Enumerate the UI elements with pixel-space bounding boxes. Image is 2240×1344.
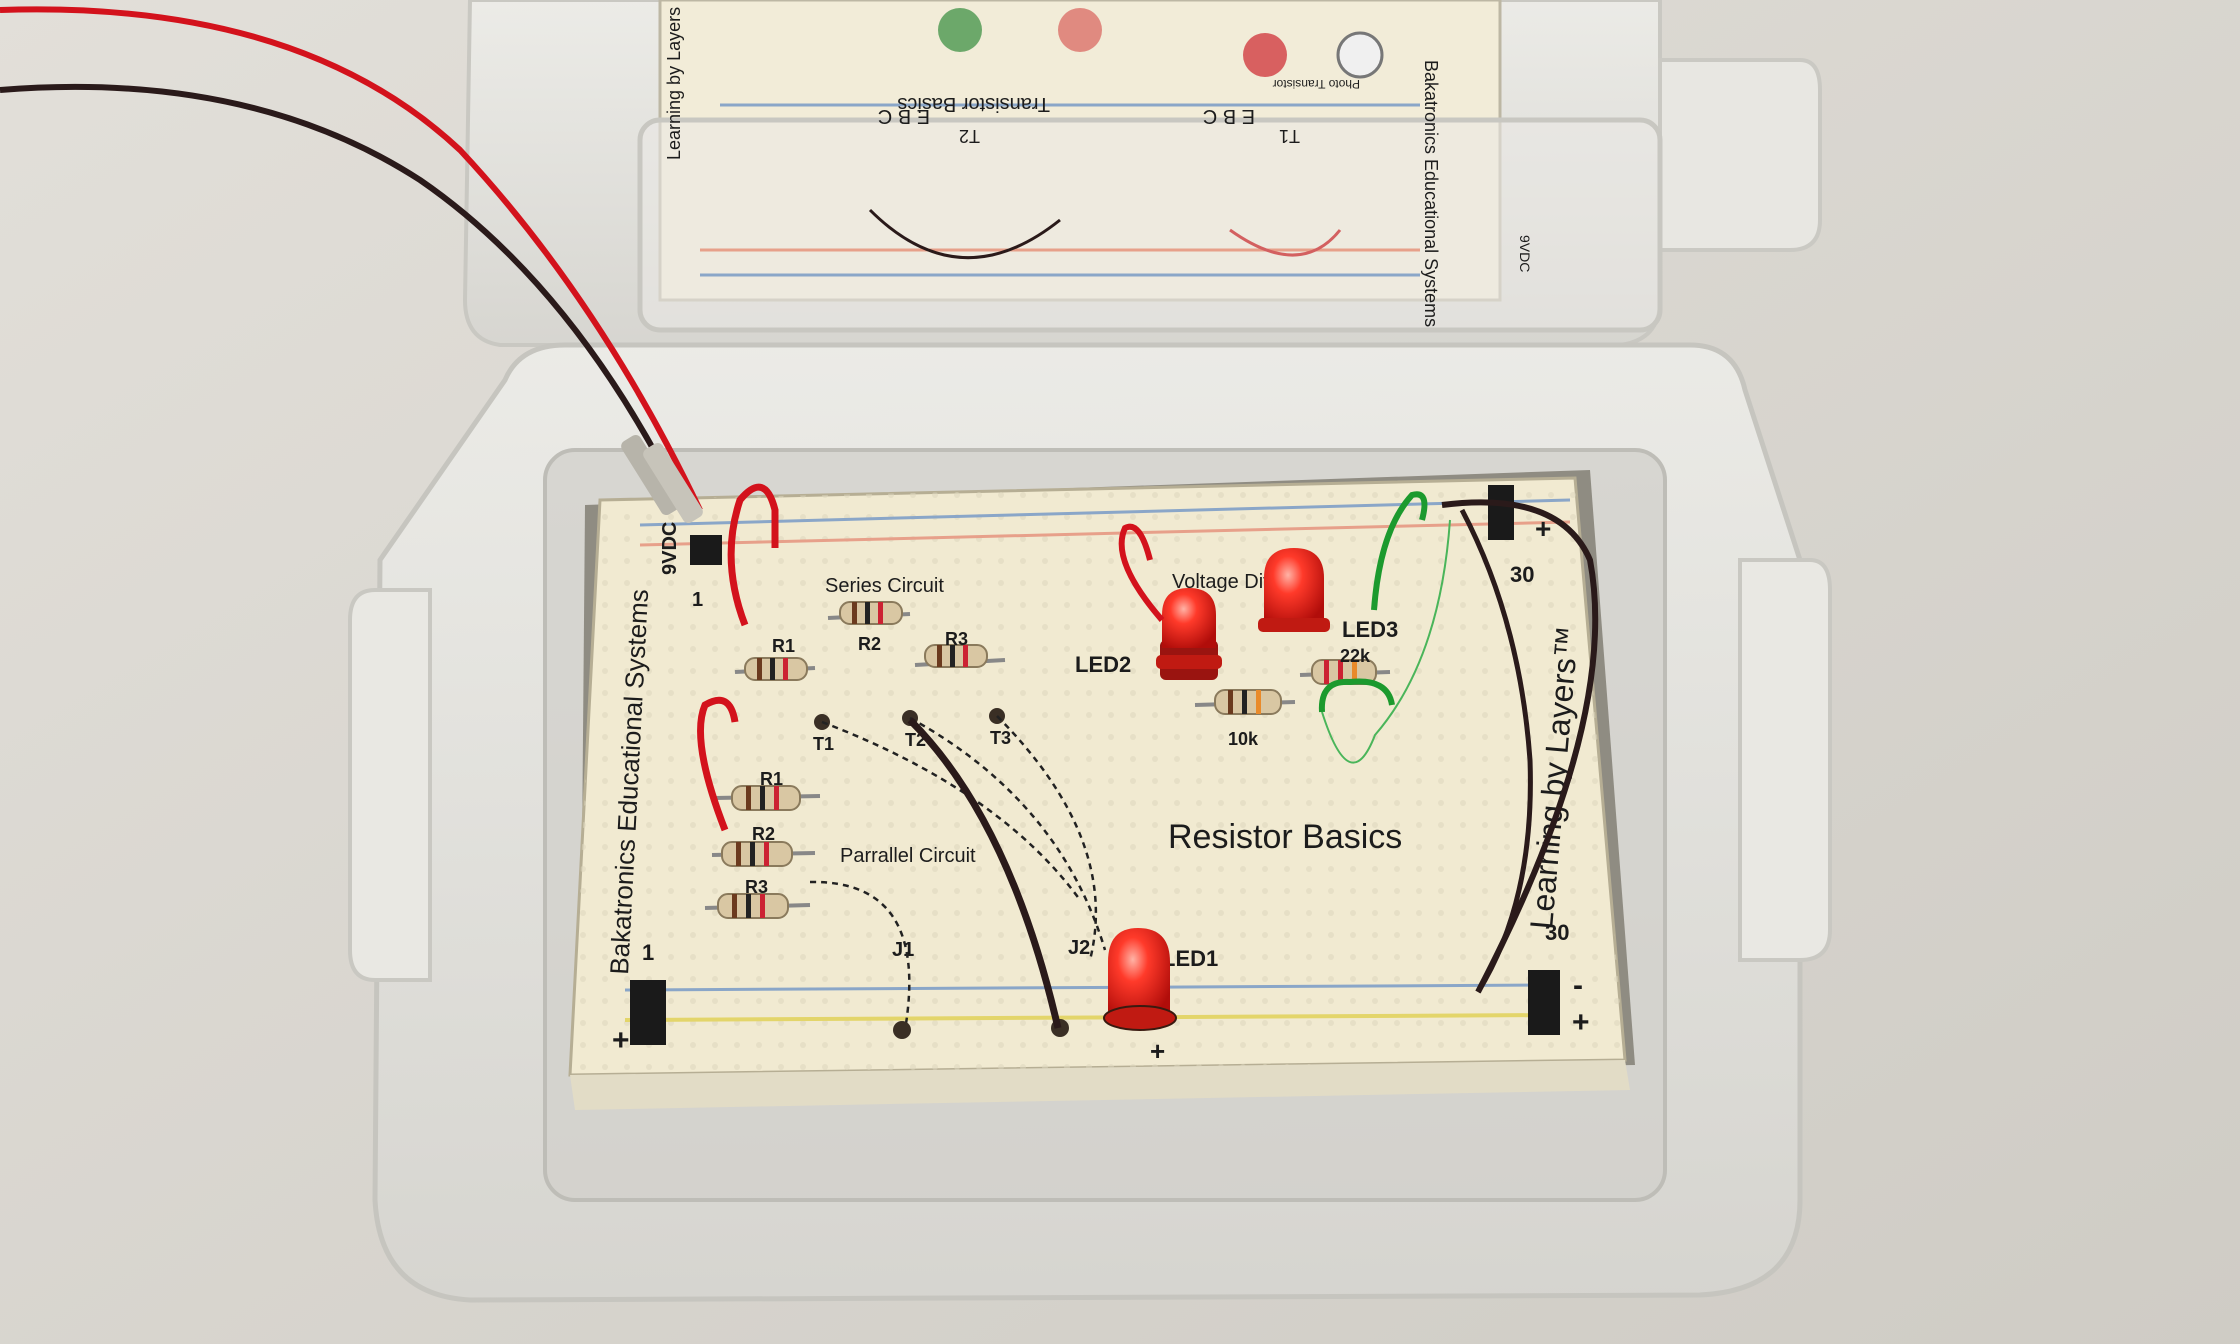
led3[interactable] — [1258, 548, 1330, 632]
black-jumper-rail[interactable] — [1441, 499, 1599, 994]
back-board-t1: T1 — [1279, 126, 1300, 146]
resistor-22k[interactable] — [1299, 659, 1391, 685]
parallel-resistor-r1[interactable] — [714, 785, 821, 811]
series-resistor-r3[interactable] — [914, 644, 1006, 668]
led1-plus: + — [1150, 1036, 1165, 1066]
red-jumper-parallel[interactable] — [697, 696, 739, 832]
bottom-rail-blue — [624, 983, 1556, 992]
back-board-tagline: Learning by Layers — [664, 7, 684, 160]
test-point-t3: T3 — [990, 728, 1011, 748]
back-board-t2: T2 — [959, 126, 980, 146]
lid-case: Transistor Basics E B C E B C T1 T2 Phot… — [462, 0, 1822, 347]
breadboard: Resistor Basics Bakatronics Educational … — [568, 470, 1635, 1110]
led3-label: LED3 — [1342, 617, 1398, 642]
green-jumper-divider[interactable] — [1318, 678, 1395, 713]
bottom-right-terminal[interactable] — [1528, 970, 1560, 1035]
top-rail-red — [639, 520, 1571, 547]
top-rail-blue — [639, 498, 1571, 527]
test-point-t1: T1 — [813, 734, 834, 754]
series-r1-label: R1 — [772, 636, 795, 656]
series-r2-label: R2 — [858, 634, 881, 654]
board-title: Resistor Basics — [1168, 818, 1402, 856]
green-jumper-led3[interactable] — [1371, 491, 1428, 611]
col-start-top: 1 — [692, 589, 703, 611]
col-start-bottom: 1 — [642, 940, 654, 965]
parallel-r3-label: R3 — [745, 877, 768, 897]
series-resistor-r2[interactable] — [827, 601, 911, 625]
parallel-resistor-r3[interactable] — [704, 893, 811, 919]
led1[interactable] — [1103, 928, 1177, 1031]
back-board-part: Photo Transistor — [1273, 77, 1360, 91]
battery-leads[interactable] — [0, 6, 705, 525]
resistor-10k[interactable] — [1194, 689, 1296, 715]
back-board-pins-t2: E B C — [878, 105, 930, 127]
resistor-22k-label: 22k — [1340, 646, 1371, 666]
parallel-r1-label: R1 — [760, 769, 783, 789]
bottom-rail-minus: - — [1573, 969, 1583, 1002]
parallel-circuit-label: Parrallel Circuit — [840, 845, 976, 867]
col-end-bottom: 30 — [1545, 920, 1569, 945]
parallel-r2-label: R2 — [752, 824, 775, 844]
black-jumper-rail-2[interactable] — [1459, 508, 1533, 994]
top-right-terminal[interactable] — [1488, 485, 1514, 540]
jumper-j1: J1 — [892, 939, 914, 961]
black-jumper-j2[interactable] — [907, 717, 1062, 1029]
led1-label: LED1 — [1162, 946, 1218, 971]
jumper-j2: J2 — [1068, 937, 1090, 959]
series-r3-label: R3 — [945, 629, 968, 649]
bottom-left-plus: + — [612, 1024, 630, 1057]
back-board-power: 9VDC — [1517, 235, 1533, 272]
back-board-pins-t1: E B C — [1203, 105, 1255, 127]
power-connector[interactable] — [690, 535, 722, 565]
parallel-resistor-r2[interactable] — [711, 841, 816, 867]
bottom-rail-plus: + — [1572, 1006, 1590, 1039]
series-circuit-label: Series Circuit — [825, 575, 944, 597]
back-board-brand: Bakatronics Educational Systems — [1421, 60, 1441, 327]
bottom-rail-yellow — [624, 1013, 1561, 1022]
power-label: 9VDC — [659, 522, 681, 575]
red-jumper-divider[interactable] — [1118, 523, 1165, 622]
series-resistor-r1[interactable] — [734, 657, 816, 681]
green-thin-wire — [1321, 519, 1451, 764]
back-board-title: Transistor Basics — [897, 93, 1050, 115]
led2-label: LED2 — [1075, 652, 1131, 677]
bottom-left-terminal[interactable] — [630, 980, 666, 1045]
resistor-10k-label: 10k — [1228, 729, 1259, 749]
led2[interactable] — [1156, 588, 1222, 680]
top-rail-plus: + — [1535, 513, 1551, 544]
red-jumper-power[interactable] — [727, 483, 779, 627]
col-end-top: 30 — [1510, 562, 1534, 587]
